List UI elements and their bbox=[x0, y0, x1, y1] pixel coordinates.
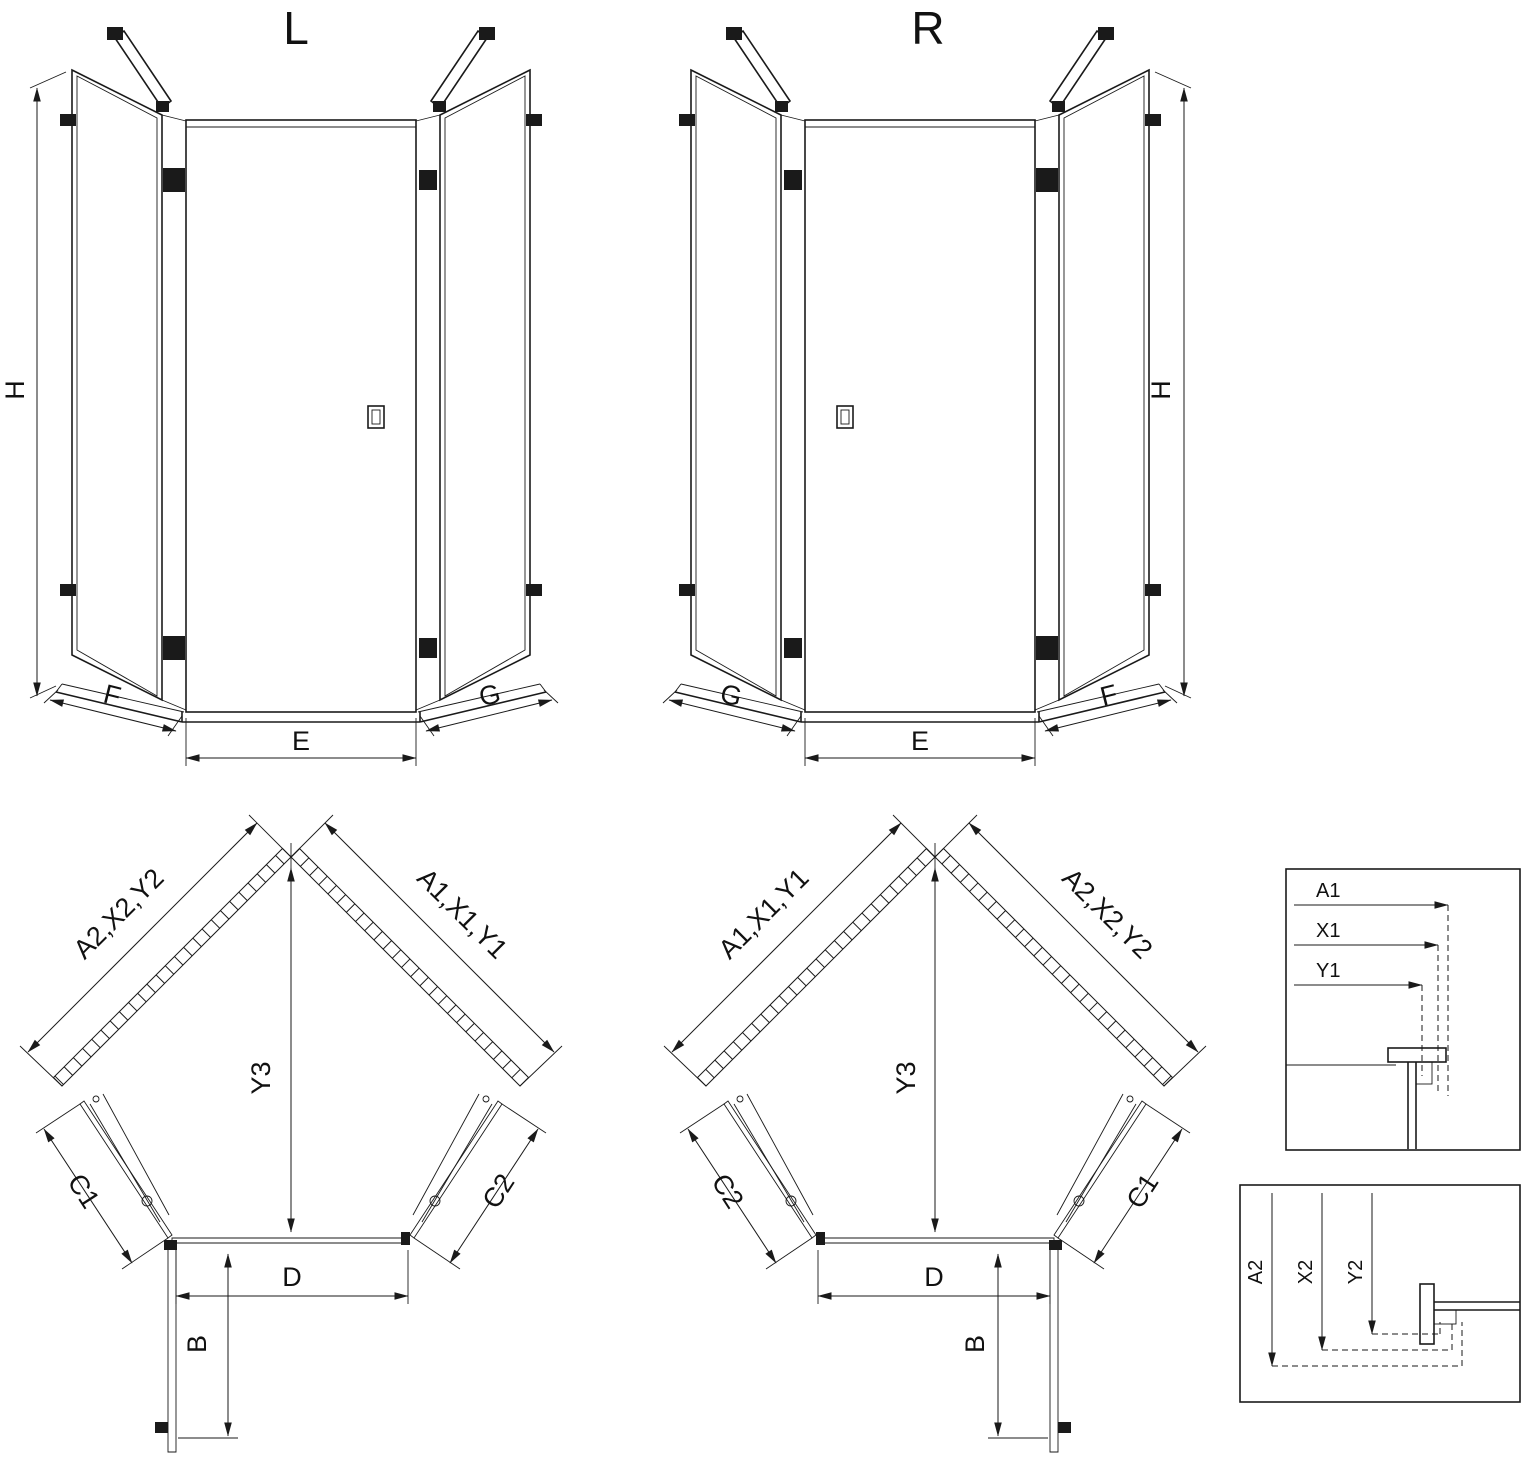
plan-2d-geometry bbox=[19, 814, 563, 1453]
wall-right-hatched bbox=[290, 847, 530, 1087]
dimension-H bbox=[29, 71, 67, 699]
connector-top-right bbox=[419, 170, 437, 190]
hinges-and-brackets bbox=[60, 114, 542, 660]
dimension-F-side bbox=[43, 689, 183, 737]
detail-label-A1: A1 bbox=[1316, 880, 1340, 902]
panel-door-join-bottom-right bbox=[415, 699, 441, 711]
pivot-arms-right bbox=[412, 1093, 493, 1223]
side-panel-left-inner-edge bbox=[76, 75, 158, 697]
hinge-top bbox=[163, 168, 185, 192]
dimension-C1 bbox=[35, 1103, 169, 1270]
dimension-G-side bbox=[419, 689, 559, 737]
dimension-C2 bbox=[413, 1103, 547, 1270]
detail-label-X2: X2 bbox=[1295, 1260, 1317, 1284]
support-brace-left bbox=[107, 27, 173, 112]
plan-left-B: B bbox=[182, 1335, 212, 1353]
plan-left-C1: C1 bbox=[62, 1168, 106, 1213]
enclosure-3d-right-mirrored bbox=[663, 27, 1191, 766]
profile-section-top bbox=[1387, 1047, 1447, 1149]
door-panel bbox=[185, 119, 417, 713]
door-open-handle bbox=[155, 1422, 168, 1433]
support-brace-right bbox=[429, 27, 495, 112]
plan-right-diagonal-right: A2,X2,Y2 bbox=[1056, 863, 1158, 965]
labels: L R H F E G G E F H A2,X2,Y2 A1,X1,Y1 Y3… bbox=[0, 2, 1367, 1353]
shower-tray bbox=[55, 683, 547, 723]
panel-door-join-top-left bbox=[161, 114, 187, 122]
dimension-E-front bbox=[185, 718, 417, 766]
plan-right-diagonal-left: A1,X1,Y1 bbox=[713, 863, 815, 965]
dimension-D bbox=[175, 1250, 409, 1304]
plan-right-Y3: Y3 bbox=[891, 1061, 921, 1094]
wall-bracket-right-bottom bbox=[526, 584, 542, 596]
label-E-left: E bbox=[292, 726, 310, 756]
view-left-title: L bbox=[283, 2, 309, 54]
plan-right-B: B bbox=[960, 1335, 990, 1353]
detail-box-bottom bbox=[1239, 1184, 1521, 1403]
dimension-diagonal-right bbox=[290, 814, 563, 1087]
label-E-right: E bbox=[911, 726, 929, 756]
view-right-title: R bbox=[911, 2, 944, 54]
plan-right-C1: C1 bbox=[1120, 1168, 1164, 1213]
plan-right-D: D bbox=[924, 1262, 944, 1292]
side-panel-left bbox=[71, 68, 163, 702]
side-panel-right bbox=[439, 68, 531, 702]
plan-left-diagonal-left: A2,X2,Y2 bbox=[68, 863, 170, 965]
detail-box-bottom-frame bbox=[1239, 1184, 1521, 1403]
hinge-bottom bbox=[163, 636, 185, 660]
label-F-left: F bbox=[101, 679, 124, 712]
detail-box-top bbox=[1285, 868, 1521, 1151]
plan-left-diagonal-right: A1,X1,Y1 bbox=[411, 863, 513, 965]
detail-label-Y2: Y2 bbox=[1345, 1260, 1367, 1284]
detail-box-top-frame bbox=[1285, 868, 1521, 1151]
plan-left-Y3: Y3 bbox=[246, 1061, 276, 1094]
label-H-left: H bbox=[0, 380, 30, 400]
door-handle bbox=[367, 405, 385, 429]
door-pivot-block bbox=[164, 1240, 177, 1250]
door-closed-plan bbox=[171, 1237, 409, 1244]
plan-left-C2: C2 bbox=[476, 1168, 520, 1213]
plan-left-D: D bbox=[282, 1262, 302, 1292]
dimension-diagonal-left bbox=[19, 814, 292, 1087]
plan-right-C2: C2 bbox=[706, 1168, 750, 1213]
wall-bracket-right-top bbox=[526, 114, 542, 126]
glass-panel-c2 bbox=[409, 1100, 503, 1239]
wall-bracket-left-top bbox=[60, 114, 76, 126]
detail-label-X1: X1 bbox=[1316, 920, 1340, 942]
connector-bottom-right bbox=[419, 638, 437, 658]
panel-door-join-bottom-left bbox=[161, 699, 187, 711]
door-catch-block bbox=[401, 1232, 410, 1245]
profile-section-bottom bbox=[1419, 1283, 1520, 1345]
wall-bracket-left-bottom bbox=[60, 584, 76, 596]
glass-panel-c1 bbox=[79, 1100, 173, 1239]
detail-label-Y1: Y1 bbox=[1316, 960, 1340, 982]
label-H-right: H bbox=[1146, 380, 1176, 400]
side-panel-right-inner-edge bbox=[444, 75, 526, 697]
dimension-B bbox=[178, 1253, 238, 1439]
enclosure-3d-geometry bbox=[29, 27, 559, 766]
door-open-plan bbox=[167, 1242, 177, 1453]
pivot-arms-left bbox=[89, 1093, 170, 1223]
detail-label-A2: A2 bbox=[1245, 1260, 1267, 1284]
label-F-right: F bbox=[1097, 679, 1120, 712]
wall-left-hatched bbox=[52, 847, 292, 1087]
panel-door-join-top-right bbox=[415, 114, 441, 122]
